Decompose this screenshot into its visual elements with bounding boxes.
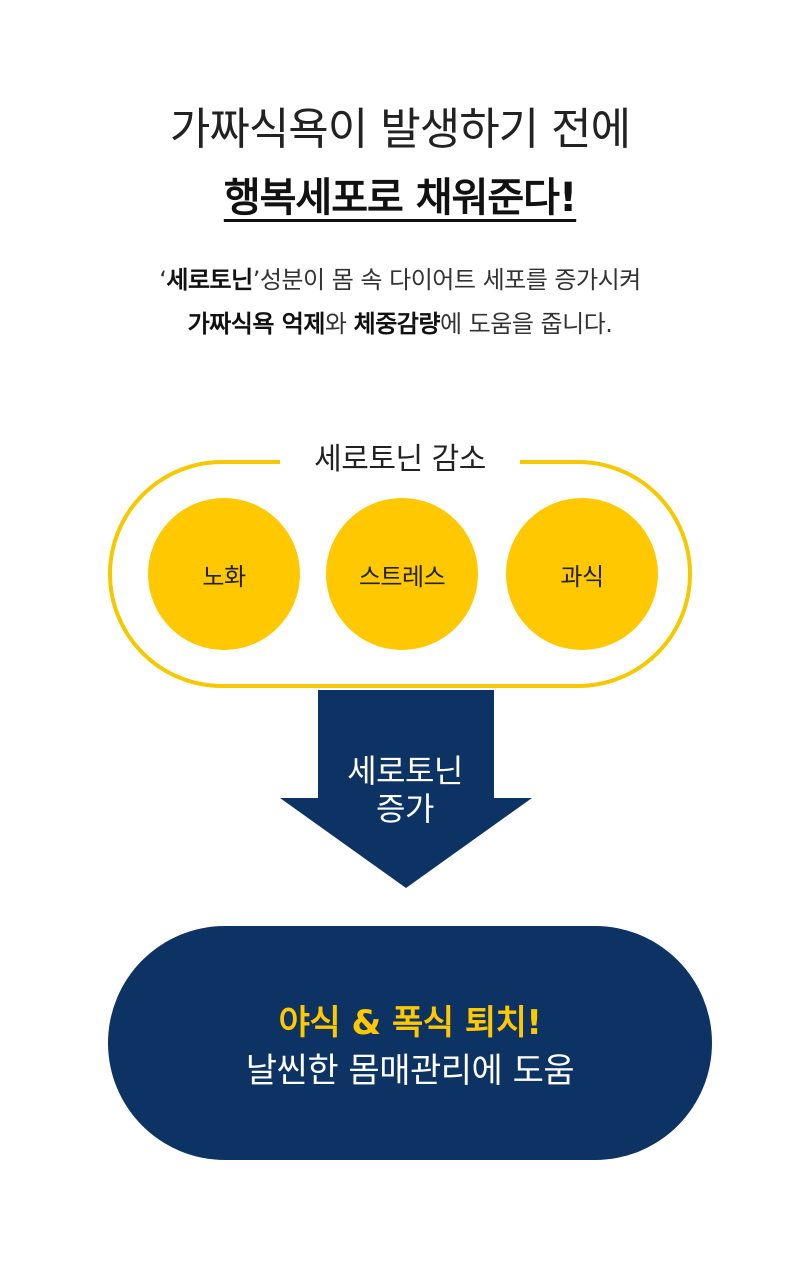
arrow-label: 세로토닌 증가 xyxy=(318,752,492,828)
down-arrow-icon xyxy=(280,690,532,888)
cause-circle-stress: 스트레스 xyxy=(326,498,478,650)
main-subheading: 행복세포로 채워준다! xyxy=(0,166,800,230)
description-bold-appetite: 가짜식욕 억제 xyxy=(187,310,326,338)
description-line-2: 가짜식욕 억제와 체중감량에 도움을 줍니다. xyxy=(0,306,800,342)
description-bold-weight: 체중감량 xyxy=(353,310,441,338)
cause-circle-aging: 노화 xyxy=(148,498,300,650)
description-line-1: ‘세로토닌’성분이 몸 속 다이어트 세포를 증가시켜 xyxy=(0,262,800,298)
result-subline: 날씬한 몸매관리에 도움 xyxy=(245,1051,575,1091)
description-text-1: ’성분이 몸 속 다이어트 세포를 증가시켜 xyxy=(252,266,642,294)
group-title: 세로토닌 감소 xyxy=(280,432,520,488)
result-headline: 야식 & 폭식 퇴치! xyxy=(278,1003,542,1043)
cause-label: 노화 xyxy=(202,562,246,591)
subheading-underlined-text: 행복세포로 채워준다! xyxy=(223,175,577,221)
cause-label: 스트레스 xyxy=(358,562,446,591)
description-text-2: 와 xyxy=(324,310,354,338)
description-text-3: 에 도움을 줍니다. xyxy=(439,310,613,338)
arrow-label-line-1: 세로토닌 xyxy=(347,752,463,790)
open-quote: ‘ xyxy=(159,266,167,294)
cause-circle-overeating: 과식 xyxy=(506,498,658,650)
description-bold-serotonin: 세로토닌 xyxy=(166,266,253,294)
cause-label: 과식 xyxy=(560,562,604,591)
main-heading: 가짜식욕이 발생하기 전에 xyxy=(169,104,631,155)
result-pill xyxy=(108,926,712,1160)
arrow-shape xyxy=(280,690,532,888)
arrow-label-line-2: 증가 xyxy=(376,790,434,828)
